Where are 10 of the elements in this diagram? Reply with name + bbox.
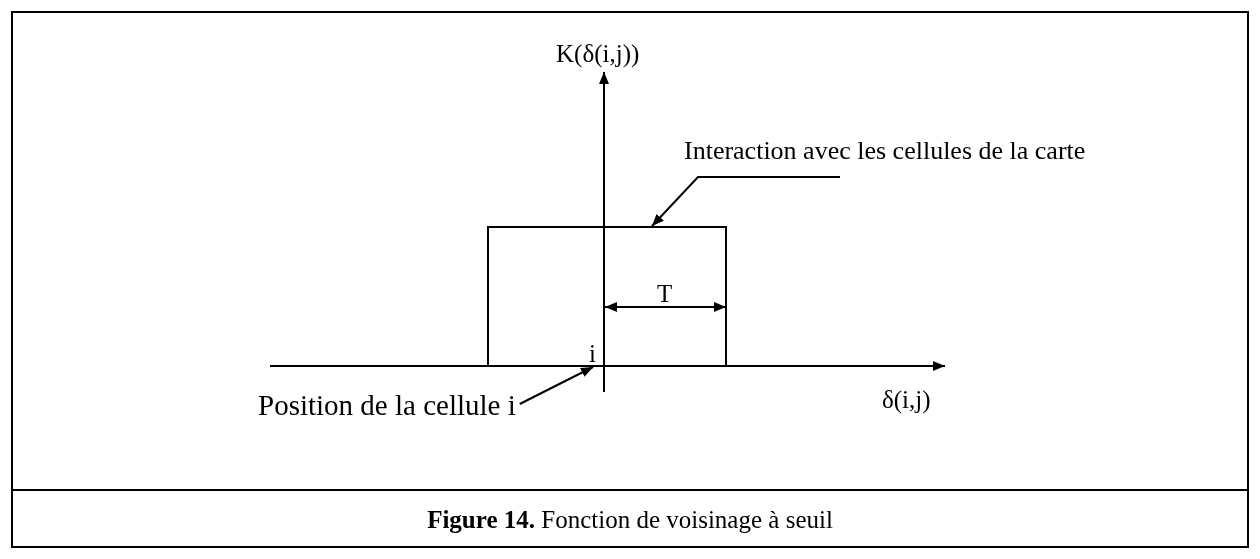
- leader-line: [518, 366, 594, 405]
- origin-label: i: [589, 340, 596, 368]
- dimension-label: T: [657, 280, 673, 308]
- threshold-rectangle: [487, 226, 727, 367]
- leader-line: [651, 176, 841, 227]
- figure-caption: Figure 14. Fonction de voisinage à seuil: [426, 506, 834, 534]
- axis-label: K(δ(i,j)): [556, 40, 640, 68]
- axis-label: δ(i,j): [882, 386, 931, 414]
- callout-text: Interaction avec les cellules de la carte: [684, 136, 1086, 177]
- callout-text: Position de la cellule i: [258, 390, 516, 422]
